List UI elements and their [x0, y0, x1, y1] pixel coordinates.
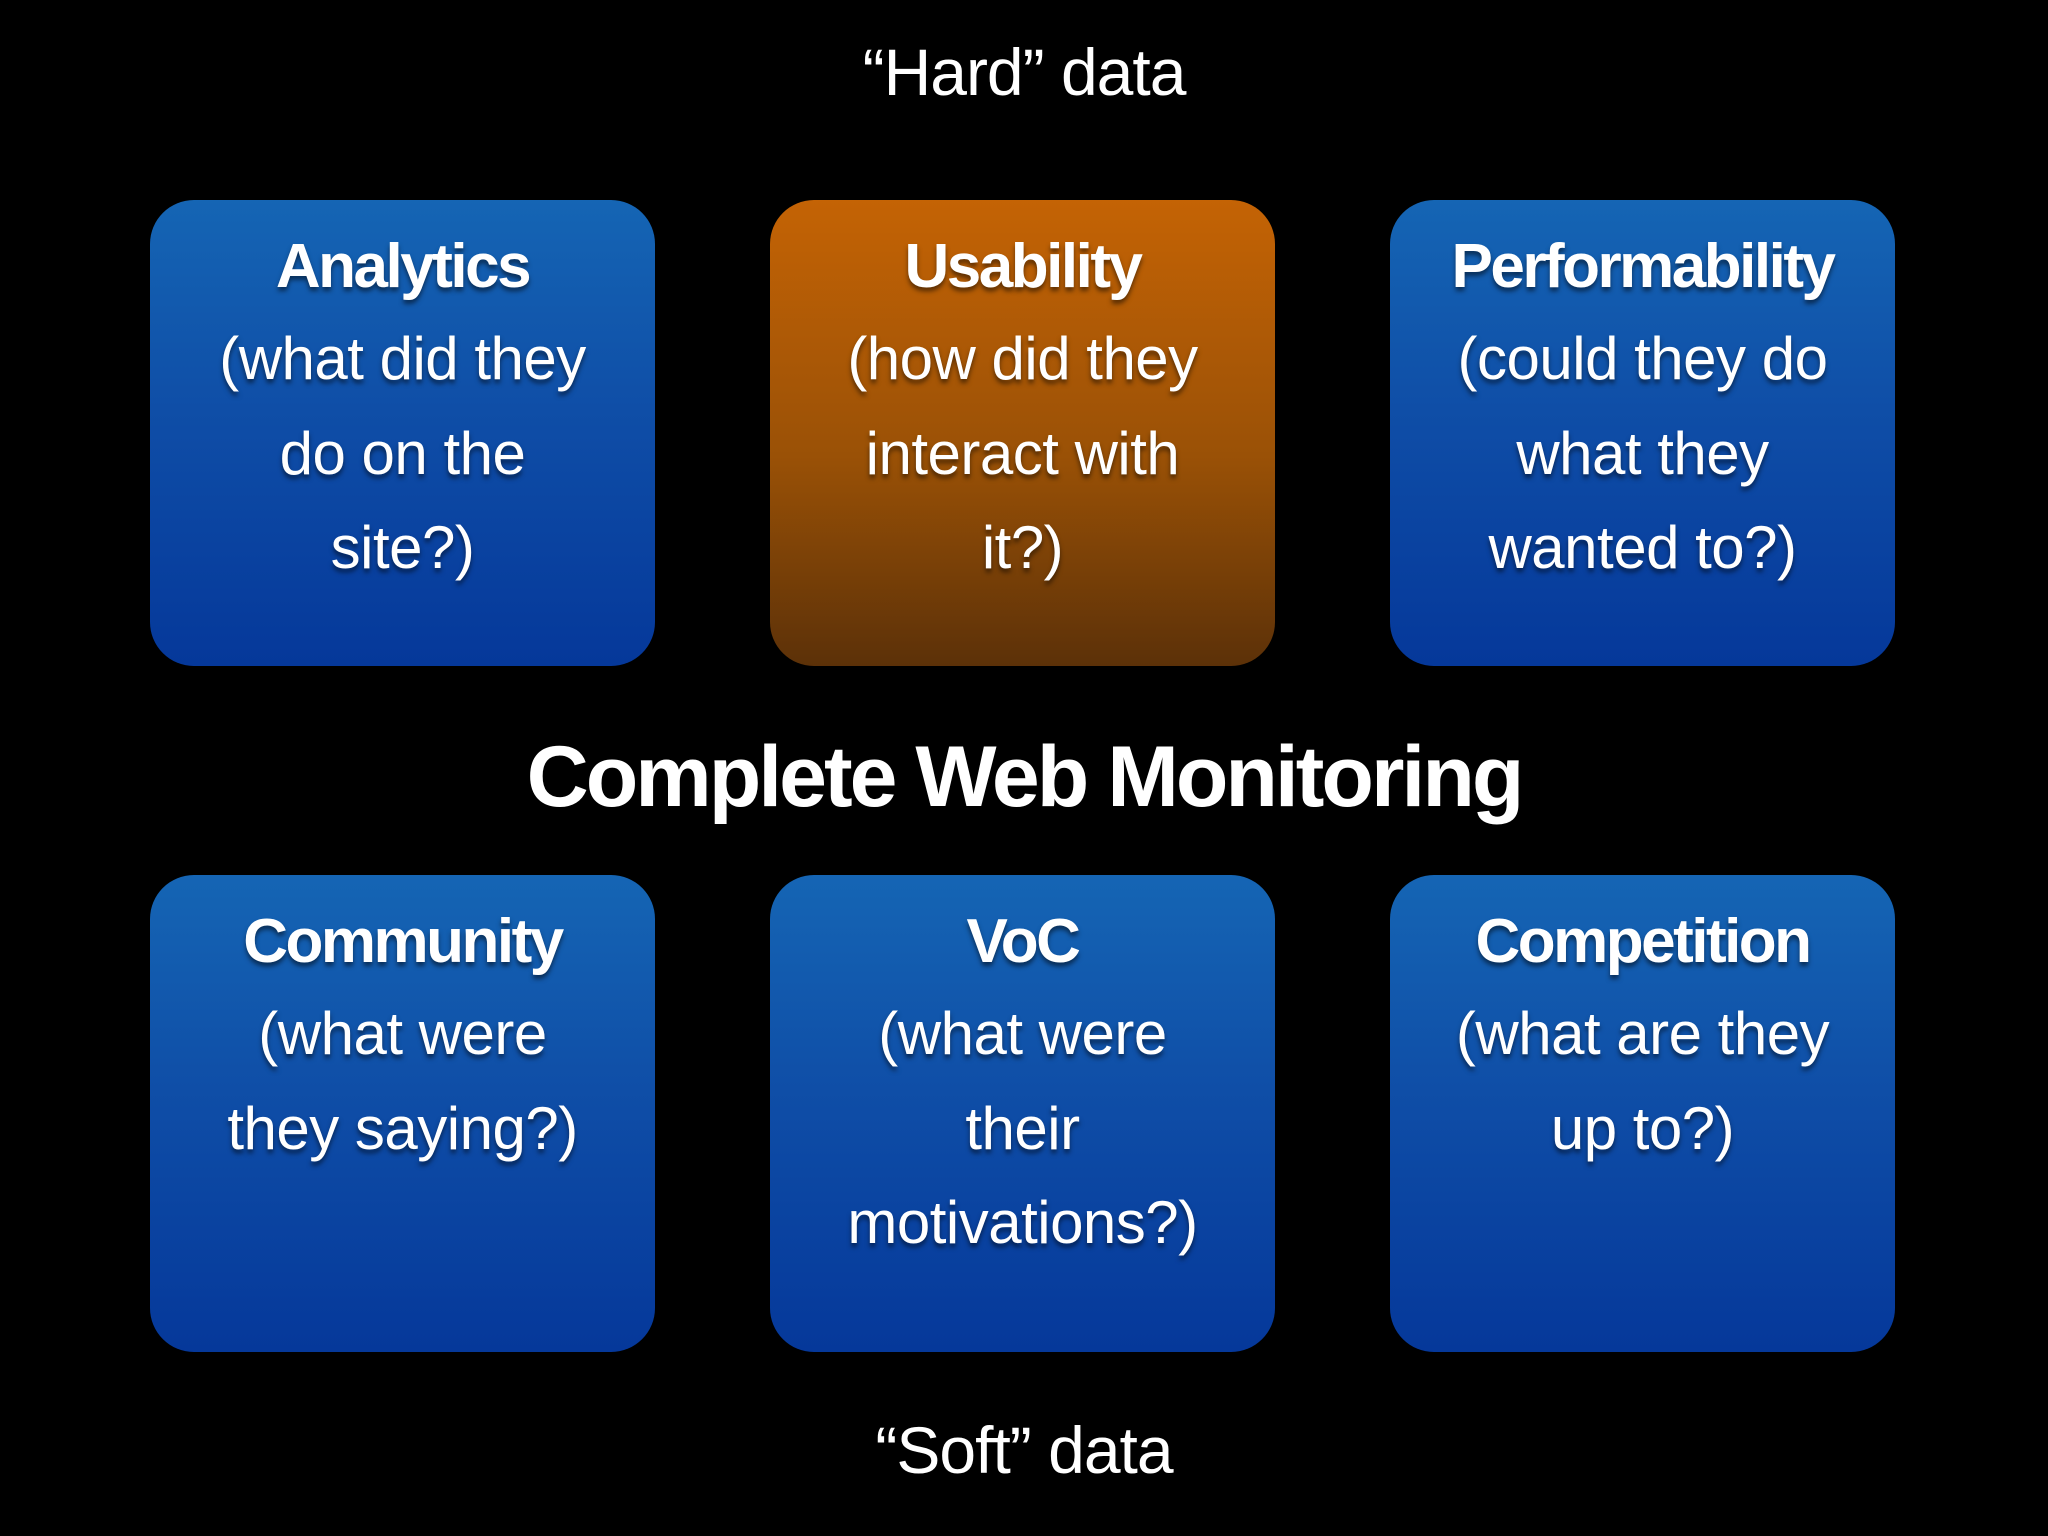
box-competition-subtitle-line: (what are they [1455, 999, 1830, 1067]
soft-data-label: “Soft” data [875, 1413, 1173, 1487]
box-performability-title: Performability [1451, 232, 1836, 301]
box-community: Community (what were they saying?) [150, 875, 655, 1352]
box-voc-subtitle-line: motivations?) [847, 1189, 1198, 1257]
box-usability-subtitle-line: it?) [981, 514, 1064, 582]
box-analytics-subtitle-line: (what did they [219, 324, 586, 392]
box-community-subtitle-line: they saying?) [227, 1094, 578, 1162]
box-performability-subtitle-line: what they [1516, 419, 1769, 487]
box-usability-subtitle-line: (how did they [847, 324, 1198, 392]
box-performability-subtitle-line: (could they do [1457, 324, 1828, 392]
box-usability-subtitle-line: interact with [865, 419, 1180, 487]
box-voc: VoC (what were their motivations?) [770, 875, 1275, 1352]
box-usability: Usability (how did they interact with it… [770, 200, 1275, 666]
box-analytics: Analytics (what did they do on the site?… [150, 200, 655, 666]
box-analytics-title: Analytics [275, 232, 532, 301]
box-community-subtitle-line: (what were [258, 999, 547, 1067]
box-performability: Performability (could they do what they … [1390, 200, 1895, 666]
box-competition-title: Competition [1475, 907, 1812, 976]
hard-data-label: “Hard” data [862, 35, 1187, 109]
box-analytics-subtitle-line: site?) [330, 514, 475, 582]
box-voc-title: VoC [966, 907, 1081, 976]
box-competition: Competition (what are they up to?) [1390, 875, 1895, 1352]
box-voc-subtitle-line: (what were [878, 999, 1167, 1067]
box-community-title: Community [243, 907, 564, 976]
box-usability-title: Usability [904, 232, 1143, 301]
box-competition-subtitle-line: up to?) [1550, 1094, 1735, 1162]
box-performability-subtitle-line: wanted to?) [1488, 514, 1797, 582]
center-title: Complete Web Monitoring [526, 729, 1525, 825]
box-voc-subtitle-line: their [965, 1094, 1080, 1162]
box-analytics-subtitle-line: do on the [279, 419, 526, 487]
